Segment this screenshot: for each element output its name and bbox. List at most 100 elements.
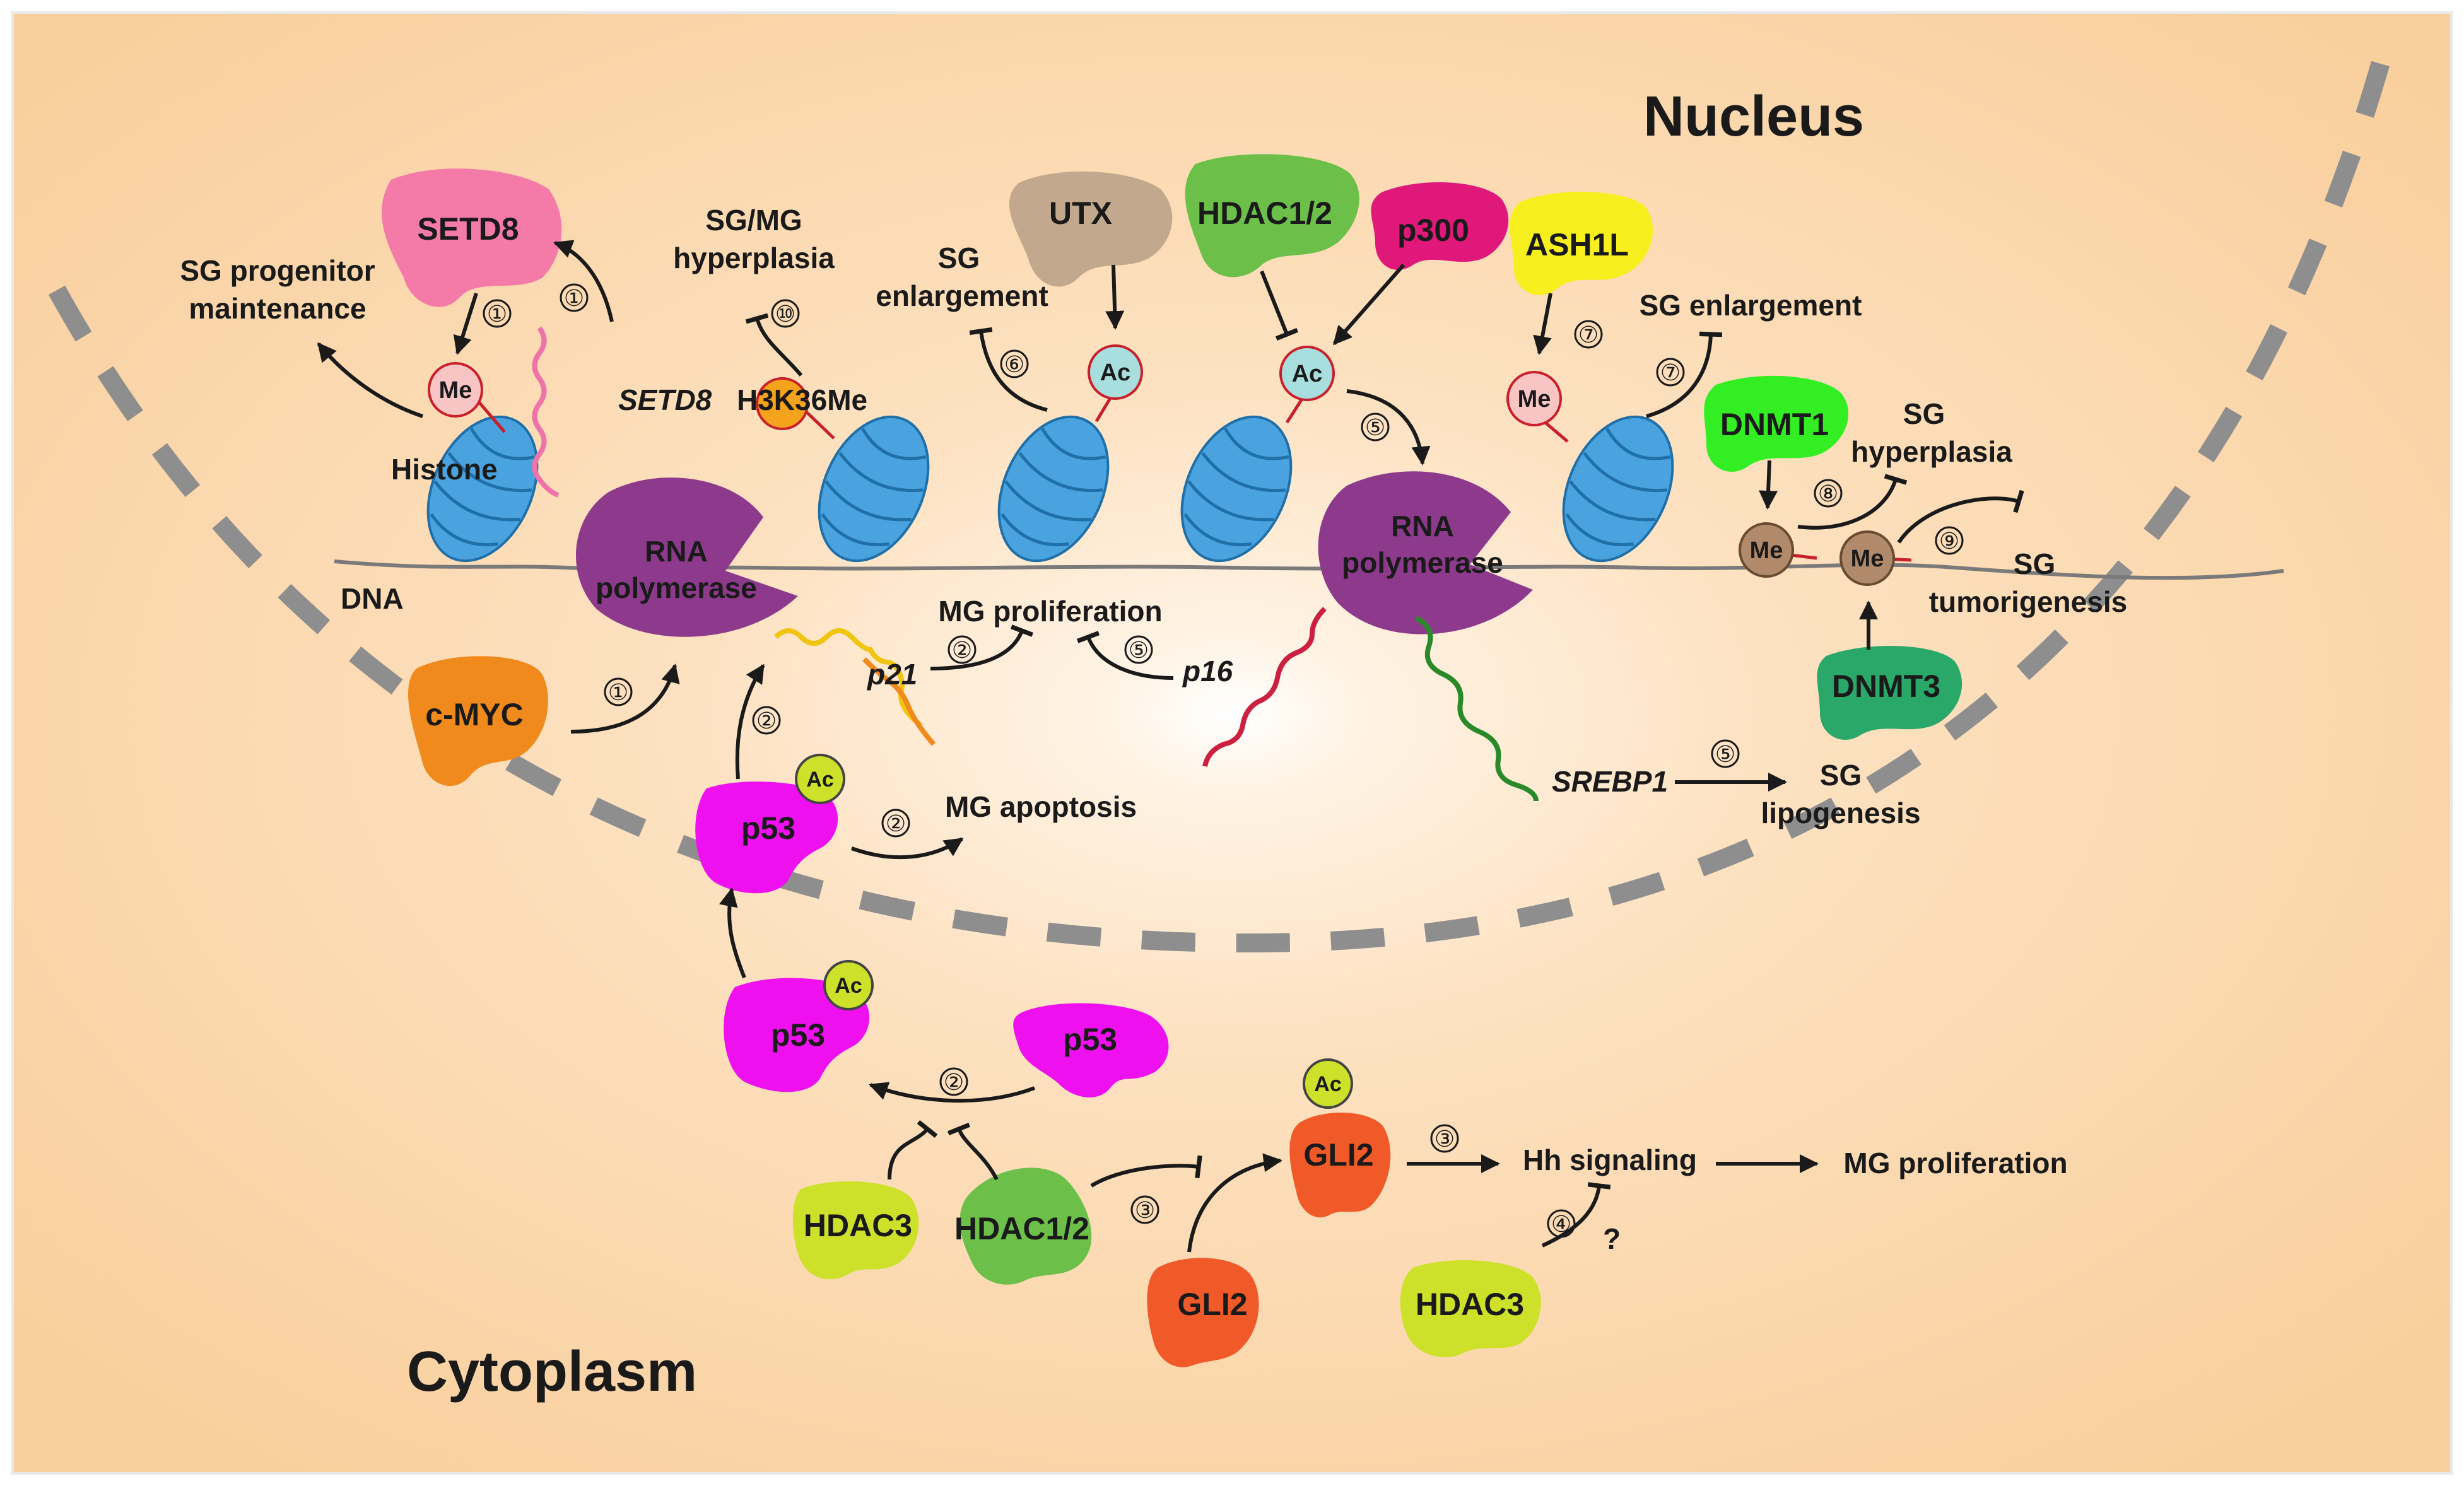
hdac3-label-b: HDAC3 — [1416, 1287, 1524, 1322]
step-6: ⑥ — [1004, 351, 1024, 377]
step-circle-7b — [1656, 358, 1685, 387]
arrow-cmyc-to-rnapol — [570, 664, 680, 734]
dnmt3-protein — [1817, 645, 1962, 740]
hdac12-cytoplasm-label: HDAC1/2 — [954, 1211, 1089, 1246]
step-10: ⑩ — [775, 301, 795, 327]
sg-enlargement-6-line1: SG — [938, 242, 980, 274]
me-circle-dnmt1 — [1739, 522, 1794, 578]
inhibit-hyperplasia — [745, 313, 803, 377]
hdac12-cytoplasm-protein — [959, 1167, 1092, 1285]
inhibit-mg-prolif-p16 — [1076, 631, 1174, 680]
step-3a: ③ — [1135, 1197, 1155, 1223]
arrow-ash1l-to-me — [1533, 293, 1552, 355]
p21-transcript-yellow — [774, 628, 923, 728]
dnmt1-protein — [1704, 375, 1849, 472]
h3k36me-circle — [756, 377, 809, 430]
arrow-p53-cyto-to-nuc — [719, 887, 746, 979]
p53-nuclear-protein — [695, 781, 838, 894]
ac-label-gli2: Ac — [1314, 1072, 1341, 1096]
arrow-setd8-to-me — [453, 293, 478, 355]
inhibit-gli2-acetylation — [1090, 1155, 1202, 1188]
step-circle-6 — [1000, 349, 1029, 378]
sg-hyperplasia-line1: SG — [1903, 397, 1945, 430]
step-circle-9 — [1935, 526, 1964, 555]
sgmg-hyperplasia-line1: SG/MG — [705, 204, 802, 237]
sg-lipogenesis-line2: lipogenesis — [1761, 797, 1920, 829]
sgmg-hyperplasia-line2: hyperplasia — [673, 242, 835, 274]
p21-transcript-orange — [862, 657, 936, 746]
step-circle-10 — [771, 299, 800, 328]
me-circle-dnmt3 — [1839, 530, 1895, 586]
me-label-setd8: Me — [439, 377, 472, 404]
p53-nuclear-label: p53 — [741, 810, 795, 846]
step-7a: ⑦ — [1578, 322, 1599, 348]
step-7b: ⑦ — [1660, 360, 1681, 385]
setd8-protein — [382, 168, 562, 307]
setd8-label: SETD8 — [417, 211, 519, 247]
p300-protein — [1371, 182, 1509, 270]
step-circle-3a — [1130, 1195, 1159, 1224]
ac-label-p300: Ac — [1292, 361, 1323, 387]
ac-circle-p53-nuclear — [795, 754, 845, 804]
cytoplasm-label: Cytoplasm — [407, 1340, 697, 1403]
step-2a: ② — [756, 708, 777, 734]
sg-progenitor-line2: maintenance — [189, 292, 366, 325]
ac-circle-utx — [1088, 344, 1143, 400]
p53-cytoplasm-label: p53 — [1063, 1022, 1117, 1057]
dna-label: DNA — [341, 582, 404, 615]
h3k36me-label: H3K36Me — [737, 383, 867, 416]
mg-proliferation-cytoplasm-label: MG proliferation — [1843, 1147, 2067, 1179]
step-2b: ② — [952, 637, 972, 663]
arrow-ac-to-rnapol — [1346, 389, 1431, 465]
arrow-utx-to-ac — [1105, 264, 1125, 330]
histone-label: Histone — [391, 453, 498, 486]
p16-gene-label: p16 — [1182, 655, 1233, 687]
mg-apoptosis-label: MG apoptosis — [945, 790, 1137, 823]
step-3b: ③ — [1434, 1126, 1455, 1152]
unknown-mark: ? — [1603, 1222, 1621, 1255]
rna-polymerase-right — [1318, 471, 1533, 635]
me-label-dnmt3: Me — [1851, 546, 1884, 572]
inhibit-sg-enlargement-7 — [1646, 331, 1723, 418]
arrow-p300-to-ac — [1332, 264, 1405, 346]
arrow-gli2-acetylation — [1187, 1153, 1282, 1253]
hh-signaling-label: Hh signaling — [1523, 1144, 1697, 1176]
inhibit-hdac3-a — [888, 1120, 938, 1180]
step-8: ⑧ — [1818, 481, 1838, 506]
sg-hyperplasia-line2: hyperplasia — [1851, 435, 2012, 468]
hdac12-nuclear-protein — [1185, 154, 1359, 278]
inhibit-sg-tumorigenesis — [1897, 489, 2024, 544]
ac-circle-gli2 — [1303, 1058, 1353, 1109]
hdac3-protein-b — [1400, 1260, 1541, 1357]
setd8-transcript — [532, 326, 560, 498]
step-5a: ⑤ — [1365, 414, 1385, 440]
srebp1-transcript — [1415, 616, 1539, 802]
rnapol-right-line2: polymerase — [1342, 546, 1503, 579]
p16-transcript — [1202, 607, 1327, 767]
c-myc-label: c-MYC — [425, 697, 524, 732]
step-1b: ① — [564, 285, 584, 311]
inhibit-mg-prolif-p21 — [930, 624, 1034, 670]
inhibit-hh-hdac3 — [1541, 1182, 1611, 1248]
arrow-p53-acetylation — [869, 1082, 1036, 1103]
arrow-me-to-progenitor — [317, 342, 423, 418]
me-label-ash1l: Me — [1518, 386, 1551, 412]
step-5c: ⑤ — [1715, 741, 1735, 767]
p53-cytoplasm-protein — [1013, 1003, 1169, 1097]
step-circle-5a — [1361, 412, 1390, 442]
step-circle-2c — [881, 809, 910, 838]
inhibit-hdac12 — [1260, 270, 1299, 341]
gli2-ac-label: GLI2 — [1303, 1137, 1373, 1173]
srebp1-gene-label: SREBP1 — [1552, 765, 1668, 798]
mg-proliferation-nuclear-label: MG proliferation — [938, 595, 1162, 628]
ac-label-p53-cytoplasm: Ac — [835, 974, 862, 998]
step-circle-7a — [1574, 320, 1603, 349]
step-4: ④ — [1551, 1211, 1571, 1237]
step-2c: ② — [886, 810, 906, 836]
sg-progenitor-line1: SG progenitor — [180, 254, 375, 287]
dnmt1-label: DNMT1 — [1720, 407, 1829, 442]
rna-polymerase-left — [575, 477, 798, 637]
me-circle-ash1l — [1506, 371, 1562, 426]
